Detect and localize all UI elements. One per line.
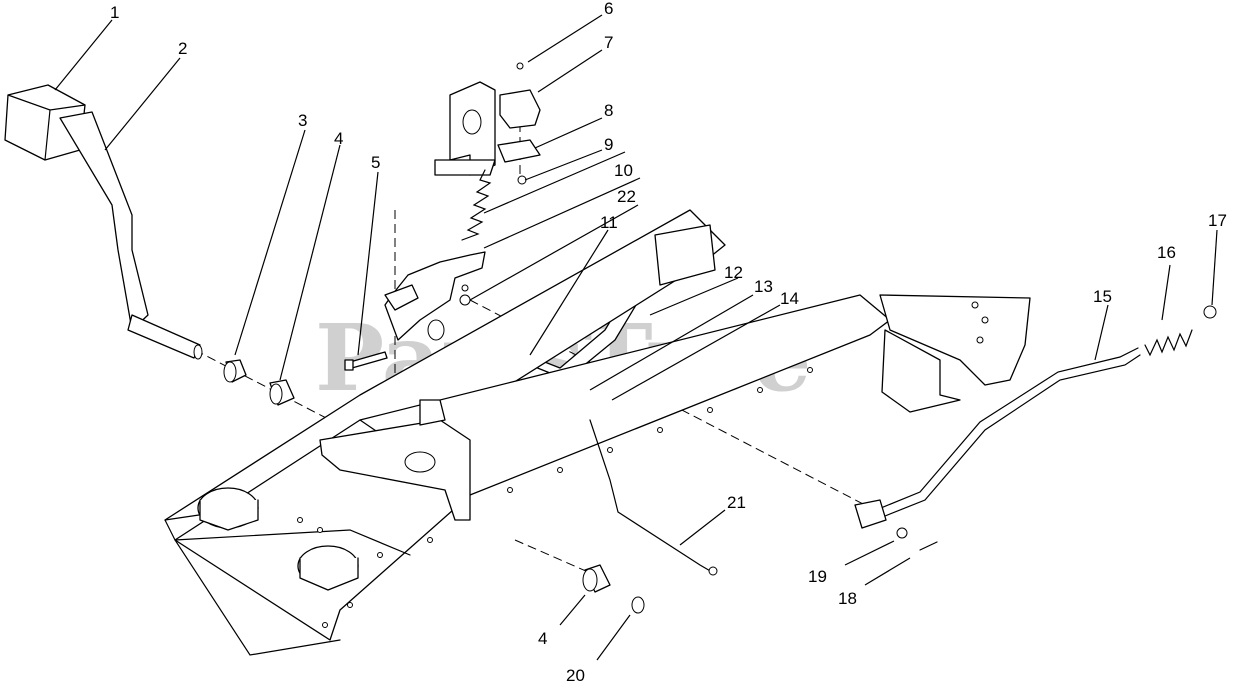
callout-18: 18 [838,589,857,608]
brake-rod [854,305,1217,551]
bolt [344,351,388,371]
leader-lines [54,14,1218,661]
callout-14: 14 [780,289,799,308]
callout-3: 3 [298,111,307,130]
callout-12: 12 [724,263,743,282]
cable [589,419,718,576]
callout-11: 11 [600,213,618,232]
callout-22: 22 [617,187,636,206]
callout-8: 8 [604,101,613,120]
callout-5: 5 [371,153,380,172]
callout-13: 13 [754,277,773,296]
callout-19: 19 [808,567,827,586]
bushings [223,359,645,614]
callout-6: 6 [604,0,613,18]
callout-1: 1 [110,3,119,22]
callout-4: 4 [334,129,343,148]
brake-pedal [4,84,203,360]
spring [461,169,492,241]
callout-4-lower: 4 [538,629,547,648]
callout-16: 16 [1157,243,1176,262]
upper-bracket [434,62,541,185]
callout-17: 17 [1208,211,1227,230]
callout-21: 21 [727,493,746,512]
callout-2: 2 [178,39,187,58]
callout-15: 15 [1093,287,1112,306]
callouts: 1 2 3 4 5 6 7 8 9 10 22 11 12 13 14 15 1… [110,0,1227,685]
frame [164,209,1031,656]
callout-20: 20 [566,666,585,685]
callout-9: 9 [604,135,613,154]
callout-10: 10 [614,161,633,180]
lever-plate [384,251,486,341]
callout-7: 7 [604,33,613,52]
